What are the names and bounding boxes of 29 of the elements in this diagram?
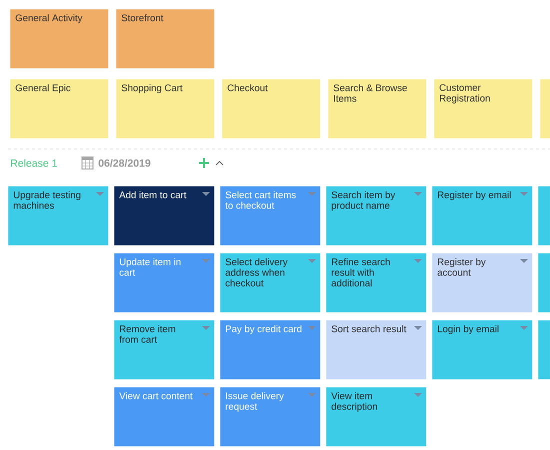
story-card: Register by email [432,186,532,246]
story-card: Login by email [432,320,532,380]
story-card: Update item in cart [114,253,214,312]
epic-card: Shopping Cart [116,79,214,138]
card-edge [540,79,550,138]
story-card: Select cart items to checkout [220,186,320,246]
epic-card: Customer Registration [434,79,532,138]
story-card: Remove item from cart [114,320,214,380]
epic-card: Search & Browse Items [328,79,426,138]
release-date: 06/28/2019 [98,159,150,167]
story-card: Pay by credit card [220,320,320,380]
epic-card: Checkout [222,79,320,138]
activity-card: General Activity [10,9,108,68]
card-edge [538,186,550,246]
activity-card: Storefront [116,9,214,68]
story-card: Upgrade testing machines [8,186,108,246]
story-card: Sort search result [326,320,426,380]
release-name: Release 1 [11,159,57,167]
story-card: Select delivery address when checkout [220,253,320,312]
card-edge [538,320,550,380]
story-card: Search item by product name [326,186,426,246]
story-card: View cart content [114,387,214,446]
epic-card: General Epic [10,79,108,138]
story-card: Add item to cart [114,186,214,246]
card-edge [538,253,550,312]
story-card: Issue delivery request [220,387,320,446]
story-card: Refine search result with additional [326,253,426,312]
story-card: Register by account [432,253,532,312]
story-card: View item description [326,387,426,446]
